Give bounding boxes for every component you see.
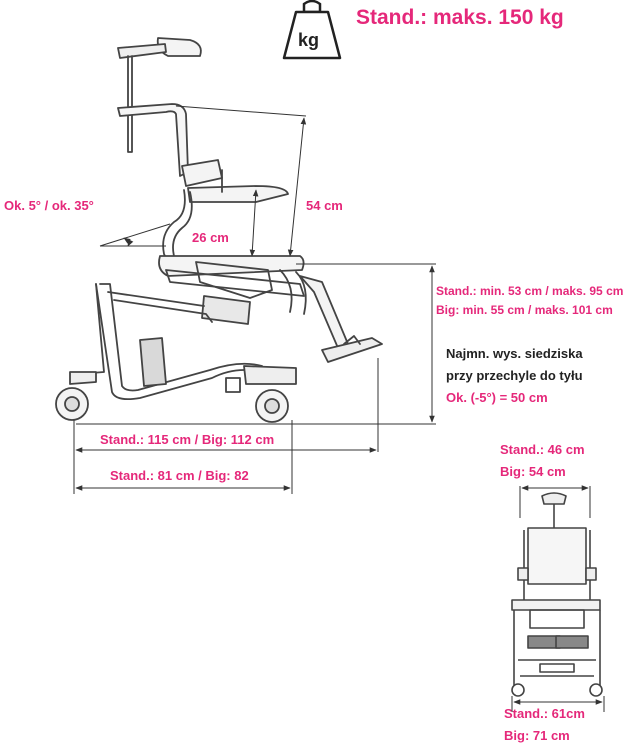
seat-height-standard: Stand.: min. 53 cm / maks. 95 cm xyxy=(436,284,624,298)
tilt-angle-label: Ok. 5° / ok. 35° xyxy=(4,198,94,213)
seat-height-big: Big: min. 55 cm / maks. 101 cm xyxy=(436,303,613,317)
chair-side-view xyxy=(55,37,383,423)
weight-icon-label: kg xyxy=(298,30,320,50)
side-dimension-lines xyxy=(73,105,436,494)
front-dimension-lines xyxy=(511,485,605,712)
seat-width-standard: Stand.: 46 cm xyxy=(500,442,585,457)
min-seat-height-line3: Ok. (-5°) = 50 cm xyxy=(446,390,548,405)
min-seat-height-line1: Najmn. wys. siedziska xyxy=(446,346,583,361)
overall-width-standard: Stand.: 61cm xyxy=(504,706,585,721)
armrest-height-label: 26 cm xyxy=(192,230,229,245)
min-seat-height-line2: przy przechyle do tyłu xyxy=(446,368,583,383)
seat-width-big: Big: 54 cm xyxy=(500,464,566,479)
backrest-height-label: 54 cm xyxy=(306,198,343,213)
overall-width-big: Big: 71 cm xyxy=(504,728,570,743)
weight-icon xyxy=(282,0,342,60)
chair-front-view xyxy=(511,492,603,697)
capacity-label: Stand.: maks. 150 kg xyxy=(356,6,564,29)
base-length-label: Stand.: 81 cm / Big: 82 xyxy=(110,468,249,483)
overall-length-label: Stand.: 115 cm / Big: 112 cm xyxy=(100,432,275,447)
